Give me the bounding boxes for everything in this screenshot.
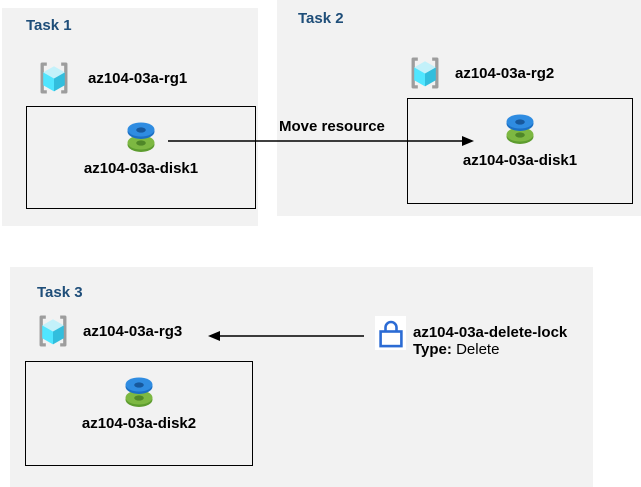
disk-icon — [127, 122, 155, 152]
lock-type-value: Delete — [456, 341, 500, 358]
rg1-label: az104-03a-rg1 — [88, 70, 188, 87]
task2-disk-label: az104-03a-disk1 — [462, 152, 578, 169]
disk-icon — [125, 377, 153, 407]
lock-name-label: az104-03a-delete-lock — [413, 324, 568, 341]
rg2-label: az104-03a-rg2 — [455, 65, 555, 82]
resource-group-icon — [411, 57, 439, 89]
lock-icon — [375, 316, 406, 350]
task1-resource-box: az104-03a-disk1 — [26, 106, 256, 209]
task1-disk-label: az104-03a-disk1 — [83, 160, 199, 177]
resource-group-icon — [40, 62, 68, 94]
lock-type-label: Type: — [413, 341, 452, 358]
task3-title: Task 3 — [37, 284, 83, 301]
task2-title: Task 2 — [298, 10, 344, 27]
task3-resource-box: az104-03a-disk2 — [25, 361, 253, 466]
task2-panel: Task 2 az104-03a-rg2 az104-03a-disk1 — [277, 0, 641, 216]
lock-text-block: az104-03a-delete-lock Type: Delete — [413, 324, 567, 358]
task2-resource-box: az104-03a-disk1 — [407, 98, 633, 204]
resource-group-icon — [39, 315, 67, 347]
task1-panel: Task 1 az104-03a-rg1 az104-03a-disk1 — [2, 8, 258, 226]
rg3-label: az104-03a-rg3 — [83, 323, 183, 340]
task3-panel: Task 3 az104-03a-rg3 az104-03a-disk2 — [10, 267, 593, 487]
move-resource-label: Move resource — [279, 118, 385, 135]
lock-type-line: Type: Delete — [413, 341, 567, 358]
task1-title: Task 1 — [26, 17, 72, 34]
disk-icon — [506, 114, 534, 144]
task3-disk-label: az104-03a-disk2 — [81, 415, 197, 432]
